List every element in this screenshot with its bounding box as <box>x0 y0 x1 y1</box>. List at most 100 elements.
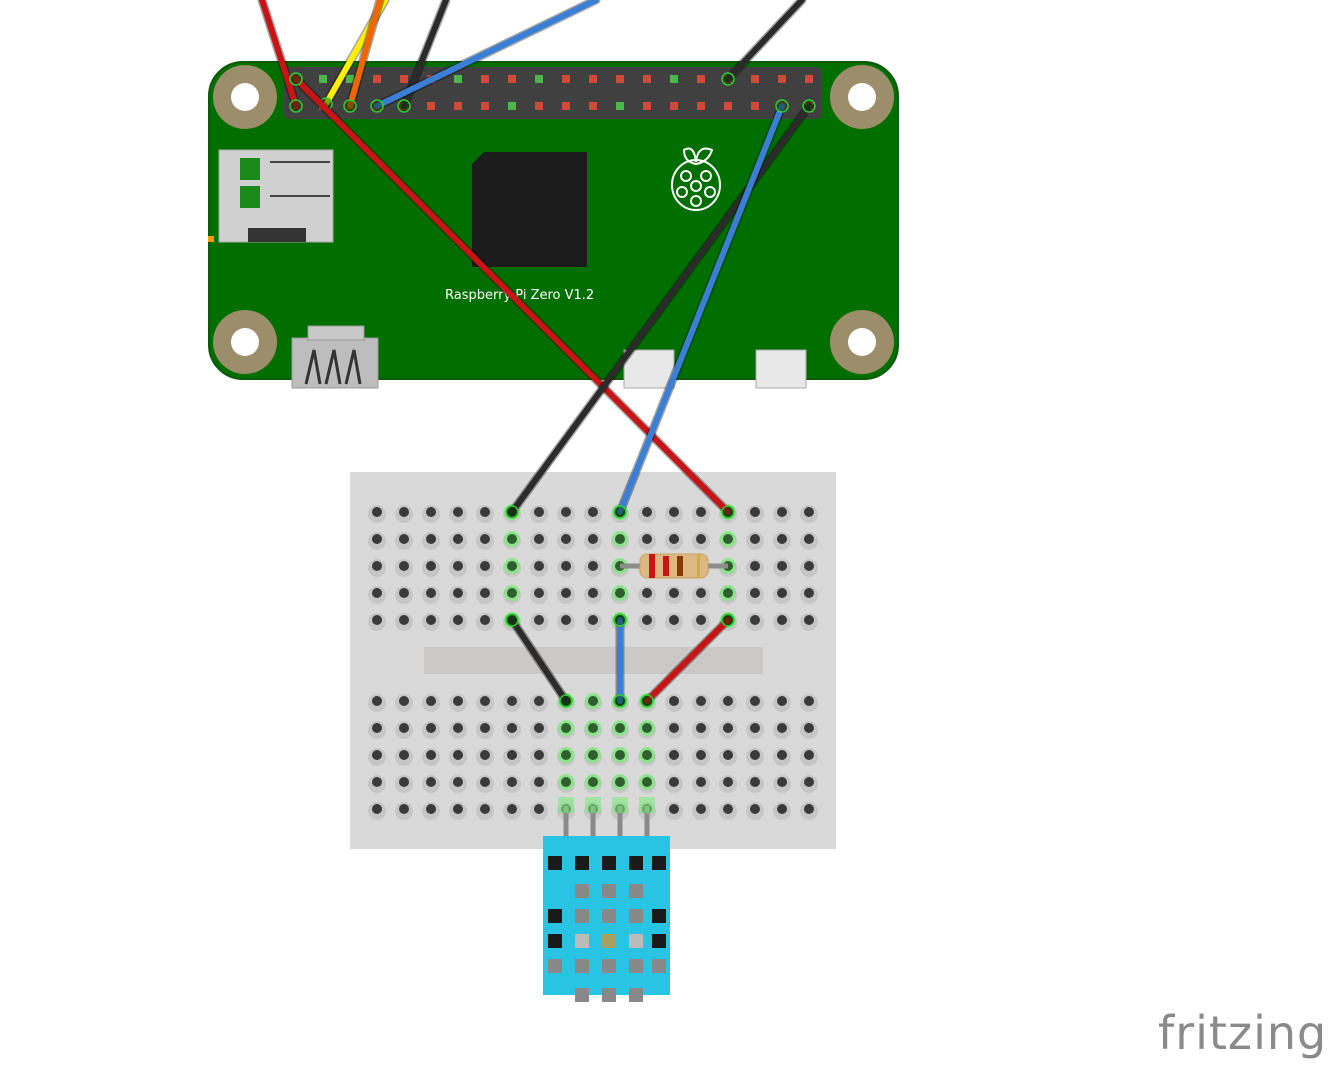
breadboard-hole <box>750 534 760 544</box>
breadboard-hole <box>453 588 463 598</box>
wire-blue <box>617 103 785 515</box>
breadboard-hole <box>534 696 544 706</box>
wire-end <box>613 613 627 627</box>
grille-slot <box>575 988 589 1002</box>
grille-slot <box>602 934 616 948</box>
wire-end <box>613 505 627 519</box>
breadboard-hole <box>453 804 463 814</box>
grille-slot <box>629 856 643 870</box>
breadboard-hole <box>534 723 544 733</box>
gpio-pin <box>535 75 543 83</box>
grille-slot <box>629 934 643 948</box>
gpio-pin <box>616 75 624 83</box>
gpio-pin <box>670 75 678 83</box>
breadboard-hole <box>561 507 571 517</box>
grille-slot <box>548 909 562 923</box>
breadboard-hole <box>480 588 490 598</box>
grille-slot <box>652 909 666 923</box>
wires <box>257 0 816 708</box>
breadboard-hole <box>723 777 733 787</box>
resistor[interactable] <box>620 553 728 579</box>
breadboard-hole <box>696 777 706 787</box>
sensor-grille <box>548 856 666 1002</box>
micro-usb-port-data[interactable] <box>623 349 675 389</box>
raspberry-pi-zero[interactable]: Raspberry Pi Zero V1.2 <box>208 61 899 389</box>
breadboard-hole <box>669 777 679 787</box>
grille-slot <box>629 988 643 1002</box>
wire-end <box>721 72 735 86</box>
gpio-pin <box>805 75 813 83</box>
breadboard-hole <box>480 750 490 760</box>
breadboard-hole <box>372 561 382 571</box>
breadboard-hole <box>534 507 544 517</box>
breadboard-hole <box>561 615 571 625</box>
gpio-pin <box>589 75 597 83</box>
breadboard-hole <box>534 750 544 760</box>
breadboard-hole <box>750 507 760 517</box>
breadboard-hole <box>426 750 436 760</box>
wire-end <box>289 72 303 86</box>
grille-slot <box>602 909 616 923</box>
breadboard-hole <box>399 507 409 517</box>
grille-slot <box>652 934 666 948</box>
breadboard-hole <box>777 696 787 706</box>
gpio-pin <box>589 102 597 110</box>
breadboard-hole <box>615 534 625 544</box>
breadboard-hole <box>426 534 436 544</box>
gpio-pin <box>724 102 732 110</box>
breadboard-hole <box>588 723 598 733</box>
breadboard-hole <box>480 696 490 706</box>
breadboard-hole <box>615 777 625 787</box>
breadboard-hole <box>588 588 598 598</box>
dht-sensor[interactable] <box>543 797 670 1002</box>
breadboard-hole <box>669 588 679 598</box>
grille-slot <box>629 959 643 973</box>
sd-card-slot <box>208 149 334 243</box>
breadboard-hole <box>480 804 490 814</box>
grille-slot <box>575 934 589 948</box>
wire-black <box>509 103 812 515</box>
wire-end <box>640 694 654 708</box>
breadboard-hole <box>696 750 706 760</box>
gpio-pin <box>319 75 327 83</box>
breadboard-hole <box>804 750 814 760</box>
raspberry-logo-icon <box>671 147 721 211</box>
breadboard-hole <box>399 615 409 625</box>
breadboard-hole <box>453 777 463 787</box>
breadboard-hole <box>588 534 598 544</box>
breadboard-hole <box>453 561 463 571</box>
breadboard-hole <box>723 588 733 598</box>
breadboard-hole <box>642 777 652 787</box>
breadboard-hole <box>588 750 598 760</box>
breadboard-hole <box>426 615 436 625</box>
grille-slot <box>602 988 616 1002</box>
breadboard-hole <box>669 615 679 625</box>
breadboard-hole <box>669 804 679 814</box>
micro-usb-port-power[interactable] <box>755 349 807 389</box>
breadboard-hole <box>426 696 436 706</box>
wire-red <box>644 617 731 704</box>
breadboard-hole <box>426 588 436 598</box>
gpio-pin <box>697 75 705 83</box>
grille-slot <box>602 884 616 898</box>
breadboard-hole <box>372 588 382 598</box>
breadboard-hole <box>561 561 571 571</box>
breadboard-hole <box>723 750 733 760</box>
breadboard-hole <box>642 723 652 733</box>
breadboard-hole <box>777 534 787 544</box>
breadboard-hole <box>426 561 436 571</box>
half-breadboard[interactable] <box>350 472 836 849</box>
breadboard-hole <box>399 588 409 598</box>
gpio-pin <box>481 102 489 110</box>
breadboard-hole <box>750 723 760 733</box>
gpio-pin <box>562 102 570 110</box>
breadboard-hole <box>696 723 706 733</box>
mini-hdmi-port[interactable] <box>291 325 379 389</box>
wire-end <box>505 613 519 627</box>
gpio-pin <box>535 102 543 110</box>
breadboard-hole <box>372 750 382 760</box>
gpio-pin <box>670 102 678 110</box>
breadboard-hole <box>453 534 463 544</box>
grille-slot <box>602 959 616 973</box>
gpio-pin <box>508 75 516 83</box>
